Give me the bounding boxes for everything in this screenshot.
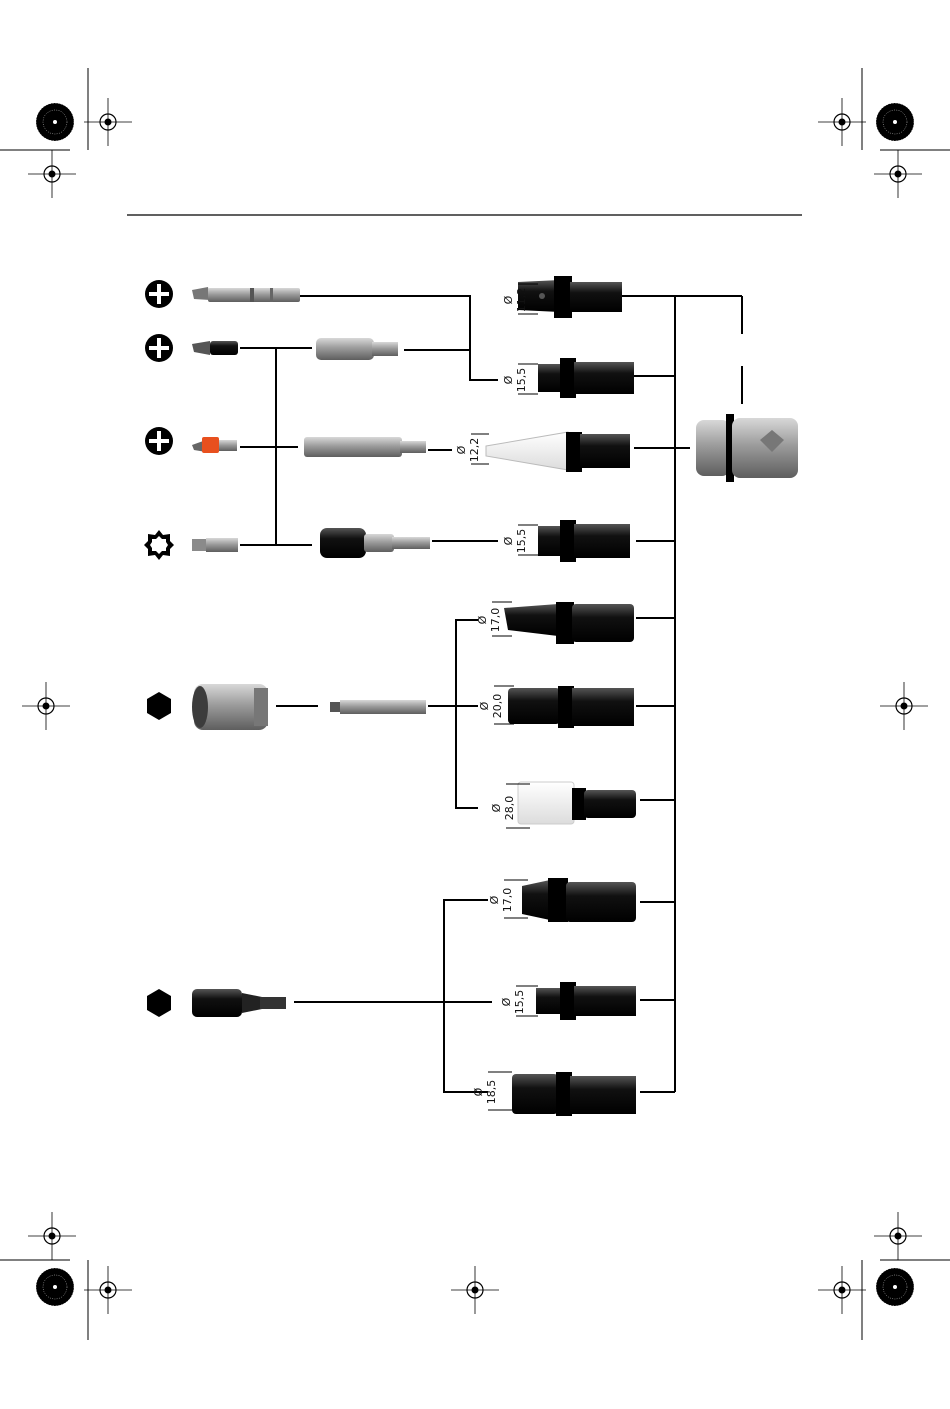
registration-target-icon xyxy=(28,150,76,198)
registration-target-icon xyxy=(818,1266,866,1314)
registration-target-icon xyxy=(818,98,866,146)
phillips-bit-orange xyxy=(192,437,237,453)
registration-target-icon xyxy=(880,682,928,730)
svg-text:Ø: Ø xyxy=(476,615,489,624)
phillips-cross-icon xyxy=(145,334,173,362)
svg-text:Ø: Ø xyxy=(490,803,503,812)
hexagon-icon xyxy=(147,692,171,720)
svg-text:15,5: 15,5 xyxy=(515,368,528,393)
connector-line xyxy=(444,900,488,1092)
svg-text:12,2: 12,2 xyxy=(468,438,481,463)
svg-text:Ø: Ø xyxy=(478,701,491,710)
svg-text:Ø: Ø xyxy=(502,375,515,384)
phillips-cross-icon xyxy=(145,280,173,308)
magnetic-bit-holder xyxy=(316,338,398,360)
color-bar-target-icon xyxy=(36,103,74,141)
diameter-label: Ø 15,5 xyxy=(502,364,538,394)
svg-text:Ø: Ø xyxy=(500,997,513,1006)
socket-adapter xyxy=(330,700,426,714)
registration-target-icon xyxy=(451,1266,499,1314)
nozzle-1 xyxy=(518,276,622,318)
quick-change-chuck xyxy=(320,528,430,558)
svg-text:Ø: Ø xyxy=(488,895,501,904)
diameter-label: Ø 15,5 xyxy=(502,525,538,555)
nozzle-8 xyxy=(522,878,636,922)
diameter-label: Ø 15,5 xyxy=(500,986,538,1016)
phillips-bit-long xyxy=(192,287,300,302)
torx-bit xyxy=(192,538,238,552)
color-bar-target-icon xyxy=(36,1268,74,1306)
phillips-bit-short xyxy=(192,341,238,355)
svg-text:15,5: 15,5 xyxy=(515,529,528,554)
svg-text:Ø: Ø xyxy=(472,1087,485,1096)
svg-text:Ø: Ø xyxy=(502,536,515,545)
nut-setter-bit xyxy=(192,989,286,1017)
diameter-label: Ø 12,2 xyxy=(455,434,489,464)
hexagon-icon xyxy=(147,989,171,1017)
registration-target-icon xyxy=(874,1212,922,1260)
nozzle-7 xyxy=(518,782,636,824)
nozzle-4 xyxy=(538,520,630,562)
phillips-cross-icon xyxy=(145,427,173,455)
svg-text:17,0: 17,0 xyxy=(489,608,502,633)
registration-marks xyxy=(0,68,950,1340)
registration-target-icon xyxy=(22,682,70,730)
registration-target-icon xyxy=(84,1266,132,1314)
registration-target-icon xyxy=(28,1212,76,1260)
nozzle-2 xyxy=(538,358,634,398)
svg-text:15,5: 15,5 xyxy=(513,990,526,1015)
nozzle-10 xyxy=(512,1072,636,1116)
connector-line xyxy=(456,620,478,808)
diameter-label: Ø 18,5 xyxy=(472,1072,512,1110)
nozzle-3 xyxy=(486,432,630,472)
color-bar-target-icon xyxy=(876,103,914,141)
svg-text:11,2: 11,2 xyxy=(515,288,528,313)
svg-text:20,0: 20,0 xyxy=(491,694,504,719)
registration-target-icon xyxy=(84,98,132,146)
svg-text:Ø: Ø xyxy=(502,295,515,304)
nozzle-6 xyxy=(508,686,634,728)
svg-text:28,0: 28,0 xyxy=(503,796,516,821)
nozzle-5 xyxy=(504,602,634,644)
color-bar-target-icon xyxy=(876,1268,914,1306)
tool-head-adapter xyxy=(696,414,798,482)
svg-text:17,0: 17,0 xyxy=(501,888,514,913)
extension-bit-holder xyxy=(304,437,426,457)
nozzle-9 xyxy=(536,982,636,1020)
torx-star-icon xyxy=(144,530,174,560)
registration-target-icon xyxy=(874,150,922,198)
svg-text:18,5: 18,5 xyxy=(485,1080,498,1105)
socket-nut xyxy=(192,684,268,730)
svg-text:Ø: Ø xyxy=(455,445,468,454)
